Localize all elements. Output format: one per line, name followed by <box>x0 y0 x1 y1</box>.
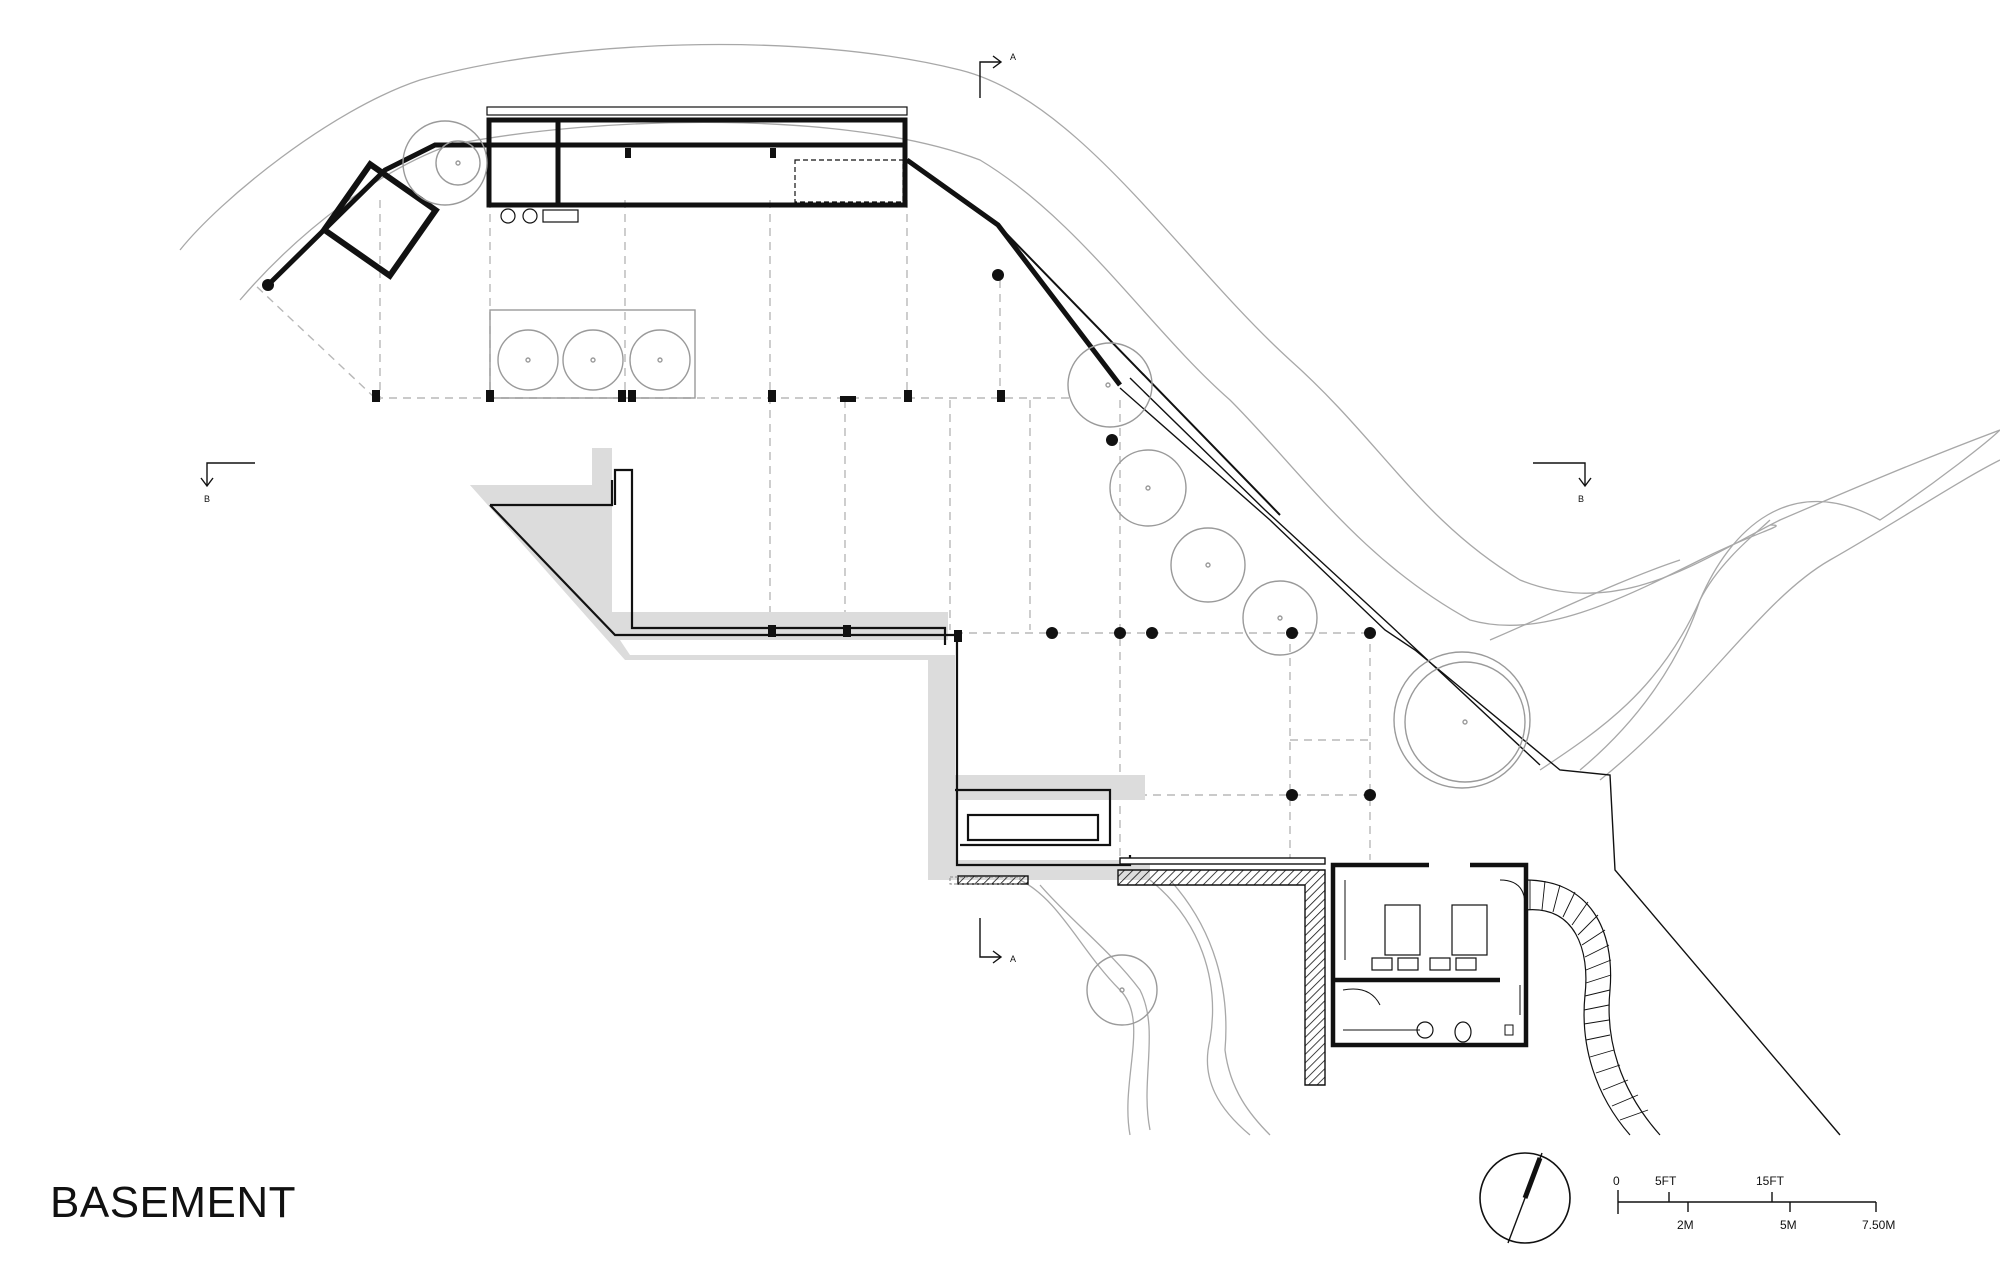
tree-icon <box>1067 342 1153 428</box>
tree-icon <box>402 120 488 206</box>
structural-grid <box>254 200 1371 860</box>
retaining-wall <box>470 448 1150 880</box>
tree-icon <box>1109 449 1187 527</box>
contour-line <box>1169 879 1271 1136</box>
section-label-b-left: B <box>204 494 210 504</box>
section-label-b-right: B <box>1578 494 1584 504</box>
tree-icon <box>1086 954 1158 1026</box>
boundary-line <box>1119 387 1841 1136</box>
pavilion <box>320 160 440 280</box>
hatched-wall <box>957 857 1326 1086</box>
guest-suite <box>1330 862 1529 1048</box>
contour-line <box>1149 879 1251 1136</box>
terrain-contours <box>179 43 2000 1136</box>
scale-bar <box>1617 1190 1877 1214</box>
columns <box>372 148 1376 801</box>
site-boundary <box>1119 377 1841 1136</box>
tree-icon <box>1393 651 1531 789</box>
north-arrow-icon <box>1479 1152 1571 1244</box>
section-label-a-bottom: A <box>1010 954 1016 964</box>
upper-structure <box>486 106 908 224</box>
section-cut-icon <box>1533 462 1592 488</box>
tree-icon <box>1242 580 1318 656</box>
contour-line <box>1039 884 1151 1131</box>
contour-line <box>1599 459 2000 781</box>
scale-label: 2M <box>1677 1218 1694 1232</box>
scale-label: 5M <box>1780 1218 1797 1232</box>
scale-label: 15FT <box>1756 1174 1785 1188</box>
scale-label: 0 <box>1613 1174 1620 1188</box>
trees <box>402 120 1531 1026</box>
scale-label: 7.50M <box>1862 1218 1895 1232</box>
section-cut-icon <box>200 462 255 488</box>
section-cut-icon <box>979 918 1003 964</box>
spiral-stair <box>1524 879 1661 1136</box>
perimeter-wall <box>266 142 1281 516</box>
ledge <box>949 876 1021 885</box>
contour-line <box>179 43 2000 594</box>
contour-line <box>239 121 1777 626</box>
water-tanks <box>489 309 696 399</box>
section-cut-icon <box>979 55 1003 98</box>
contour-line <box>1489 559 1681 641</box>
drawing-title: BASEMENT <box>50 1178 297 1227</box>
contour-line <box>1579 519 1771 771</box>
section-label-a-top: A <box>1010 52 1016 62</box>
boundary-line <box>1129 377 1541 766</box>
tree-icon <box>1170 527 1246 603</box>
column-icon <box>262 279 274 291</box>
scale-label: 5FT <box>1655 1174 1677 1188</box>
contour-line <box>1019 879 1135 1136</box>
contour-line <box>1539 429 2000 771</box>
